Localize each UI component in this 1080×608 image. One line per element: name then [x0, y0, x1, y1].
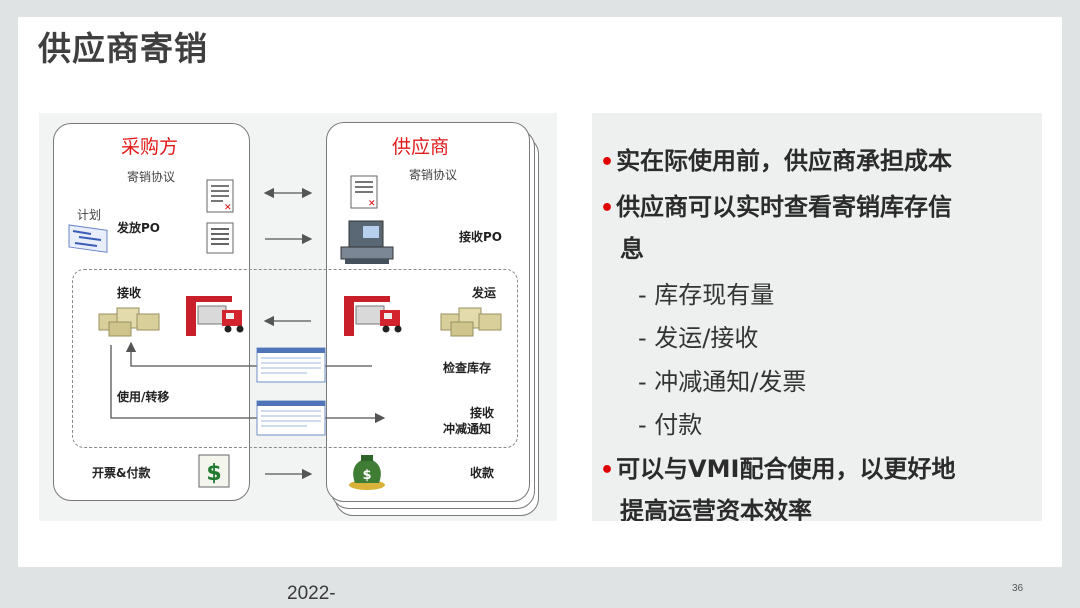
- check-inventory-label: 检查库存: [443, 361, 492, 375]
- supplier-truck-icon: [344, 296, 402, 336]
- slide-title: 供应商寄销: [38, 29, 208, 68]
- svg-text:$: $: [206, 461, 221, 486]
- bullet-1-text: 实在际使用前，供应商承担成本: [616, 147, 953, 175]
- diagram-graphics: ✕ ✕: [68, 175, 502, 490]
- offset-notice-arrow: [110, 345, 386, 424]
- plan-label: 计划: [77, 208, 102, 222]
- buyer-receive-label: 接收: [117, 286, 142, 300]
- collect-payment-label: 收款: [470, 466, 495, 480]
- svg-text:✕: ✕: [368, 199, 376, 209]
- truck-icon: [186, 296, 244, 336]
- bullet-3-text: 可以与VMI配合使用，以更好地: [616, 455, 956, 483]
- bullet-2-cont: 息: [620, 235, 644, 263]
- supplier-receive-label: 接收: [470, 406, 495, 420]
- document-icon: ✕: [206, 179, 234, 213]
- bullet-panel: •实在际使用前，供应商承担成本 •供应商可以实时查看寄销库存信 息 - 库存现有…: [592, 113, 1042, 521]
- gantt-plan-icon: [68, 224, 108, 253]
- bullet-2-text: 供应商可以实时查看寄销库存信: [616, 193, 953, 221]
- ship-label: 发运: [472, 286, 497, 300]
- consignment-diagram: 采购方 寄销协议 计划 发放PO 接收 使用/转移 开票&付款 供应商 寄销协议…: [39, 113, 557, 521]
- sub-item-4: - 付款: [638, 411, 703, 439]
- report-screen-icon: [256, 347, 326, 383]
- buyer-title: 采购方: [121, 136, 179, 158]
- supplier-title: 供应商: [392, 136, 450, 158]
- boxes-icon: [98, 307, 160, 337]
- sub-item-2: - 发运/接收: [638, 324, 759, 352]
- check-inventory-arrow: [125, 341, 372, 367]
- sub-item-1: - 库存现有量: [638, 281, 775, 309]
- bullet-3: •可以与VMI配合使用，以更好地: [600, 455, 956, 483]
- supplier-document-icon: ✕: [350, 175, 378, 209]
- svg-text:✕: ✕: [224, 203, 232, 213]
- offset-notice-label: 冲减通知: [443, 422, 492, 436]
- footer-year: 2022-: [287, 583, 336, 604]
- report-screen-icon-2: [256, 400, 326, 436]
- supplier-boxes-icon: [440, 307, 502, 337]
- bullet-3-cont: 提高运营资本效率: [620, 497, 812, 521]
- receive-po-label: 接收PO: [459, 230, 502, 244]
- svg-text:$: $: [362, 468, 371, 483]
- sub-item-3: - 冲减通知/发票: [638, 368, 807, 396]
- computer-terminal-icon: [340, 220, 394, 264]
- use-transfer-label: 使用/转移: [117, 390, 170, 404]
- invoice-payment-label: 开票&付款: [92, 466, 151, 480]
- dollar-bill-icon: $: [198, 454, 230, 488]
- bullet-2: •供应商可以实时查看寄销库存信: [600, 193, 953, 221]
- buyer-agreement-label: 寄销协议: [127, 170, 176, 184]
- money-bag-icon: $: [349, 455, 385, 490]
- supplier-agreement-label: 寄销协议: [409, 168, 458, 182]
- page-number: 36: [1012, 583, 1024, 594]
- consignment-zone: [72, 269, 518, 448]
- bullet-1: •实在际使用前，供应商承担成本: [600, 147, 953, 175]
- po-document-icon: [206, 222, 234, 254]
- release-po-label: 发放PO: [117, 221, 160, 235]
